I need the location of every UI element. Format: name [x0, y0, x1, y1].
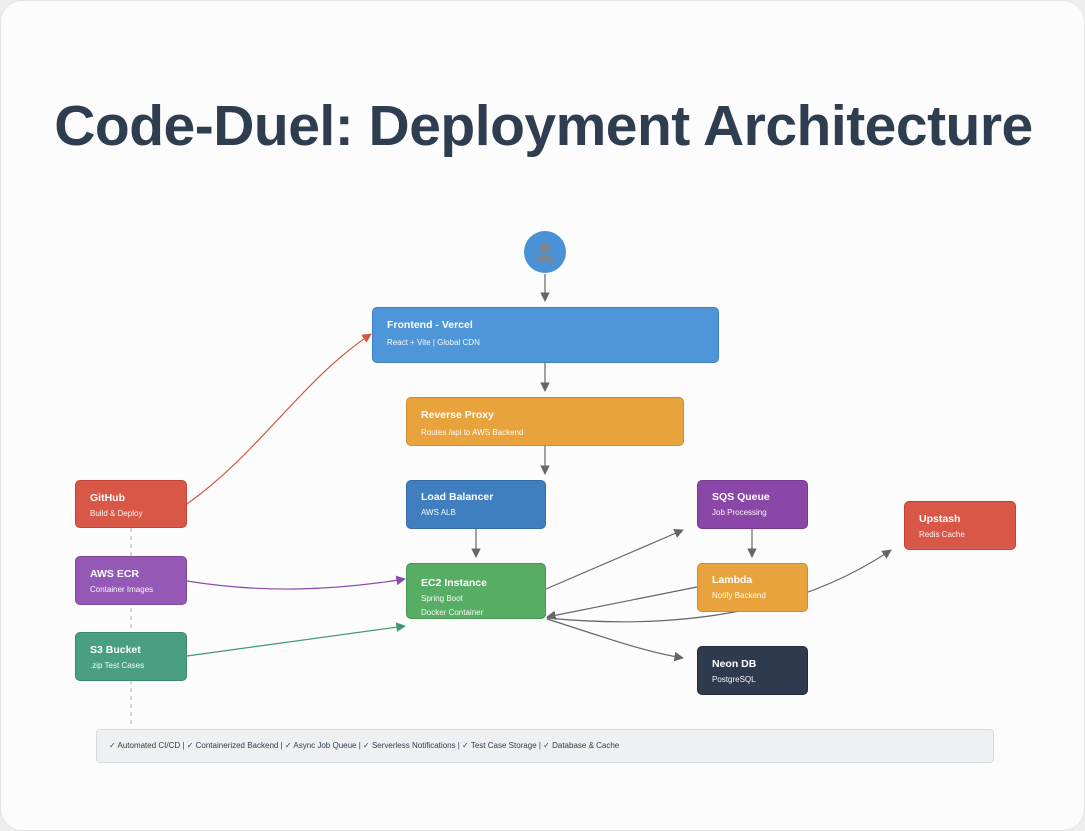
node-frontend-subtitle: React + Vite | Global CDN	[387, 338, 480, 347]
node-lb-title: Load Balancer	[421, 491, 494, 503]
feature-legend-text: ✓ Automated CI/CD | ✓ Containerized Back…	[109, 741, 620, 750]
feature-legend-bar: ✓ Automated CI/CD | ✓ Containerized Back…	[96, 729, 994, 763]
node-github-title: GitHub	[90, 492, 125, 504]
user-icon	[535, 242, 555, 261]
edge-ecr-ec2	[186, 575, 406, 590]
node-ecr-title: AWS ECR	[90, 568, 140, 580]
node-ec2-title: EC2 Instance	[421, 577, 487, 589]
node-s3-subtitle: .zip Test Cases	[90, 661, 145, 670]
node-ec2-subtitle: Spring Boot	[421, 594, 463, 603]
node-github: GitHub Build & Deploy	[75, 480, 187, 528]
page-title: Code-Duel: Deployment Architecture	[54, 94, 1033, 158]
node-neon-db: Neon DB PostgreSQL	[697, 646, 808, 695]
edge-ec2-neon	[546, 618, 684, 662]
node-s3-title: S3 Bucket	[90, 644, 141, 656]
user-node	[524, 231, 566, 273]
node-ecr-subtitle: Container Images	[90, 585, 154, 594]
node-neon-title: Neon DB	[712, 658, 757, 670]
node-lambda-subtitle: Notify Backend	[712, 591, 766, 600]
node-ec2-subtitle-2: Docker Container	[421, 608, 484, 617]
node-neon-subtitle: PostgreSQL	[712, 675, 756, 684]
node-proxy-subtitle: Routes /api to AWS Backend	[421, 428, 524, 437]
edge-github-frontend	[186, 333, 372, 505]
node-load-balancer: Load Balancer AWS ALB	[406, 480, 546, 529]
node-upstash-subtitle: Redis Cache	[919, 530, 965, 539]
node-lb-subtitle: AWS ALB	[421, 508, 456, 517]
node-frontend-title: Frontend - Vercel	[387, 319, 473, 331]
node-proxy-title: Reverse Proxy	[421, 409, 494, 421]
node-s3-bucket: S3 Bucket .zip Test Cases	[75, 632, 187, 681]
node-aws-ecr: AWS ECR Container Images	[75, 556, 187, 605]
node-ec2: EC2 Instance Spring Boot Docker Containe…	[406, 563, 546, 619]
node-reverse-proxy: Reverse Proxy Routes /api to AWS Backend	[406, 397, 684, 446]
node-lambda: Lambda Notify Backend	[697, 563, 808, 612]
edge-ec2-sqs	[545, 529, 684, 590]
node-sqs-title: SQS Queue	[712, 491, 770, 503]
node-sqs-subtitle: Job Processing	[712, 508, 767, 517]
edge-s3-ec2	[186, 622, 406, 657]
node-frontend: Frontend - Vercel React + Vite | Global …	[372, 307, 719, 363]
node-sqs-queue: SQS Queue Job Processing	[697, 480, 808, 529]
node-upstash-title: Upstash	[919, 513, 961, 525]
edge-lambda-ec2	[546, 586, 698, 621]
node-github-subtitle: Build & Deploy	[90, 509, 143, 518]
node-upstash: Upstash Redis Cache	[904, 501, 1016, 550]
node-lambda-title: Lambda	[712, 574, 753, 586]
